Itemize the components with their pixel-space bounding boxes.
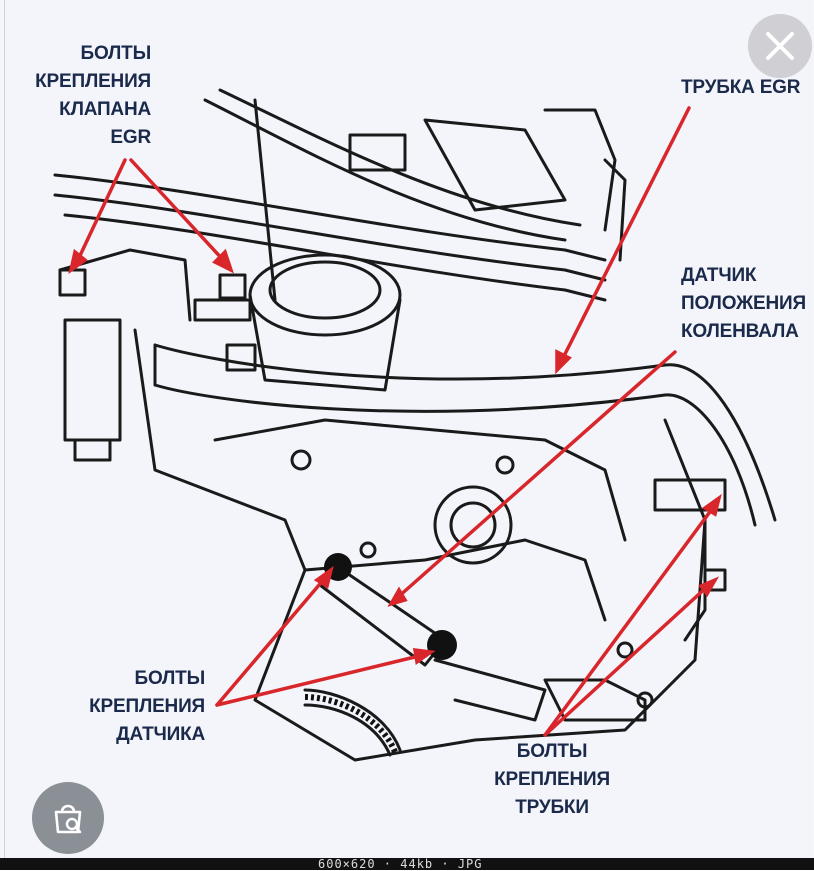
label-line: БОЛТЫ [80, 43, 151, 64]
label-crank-sensor: ДАТЧИК ПОЛОЖЕНИЯ КОЛЕНВАЛА [681, 262, 806, 346]
arrow-egr-bolt-right [129, 158, 227, 264]
arrow-tube-bolt-top [543, 503, 717, 737]
label-line: БОЛТЫ [134, 668, 205, 689]
close-icon [766, 32, 794, 60]
visual-search-button[interactable] [32, 782, 104, 854]
label-line: КРЕПЛЕНИЯ [35, 71, 151, 92]
label-line: ДАТЧИК [681, 265, 757, 286]
engine-line-art [53, 88, 777, 762]
engine-diagram: БОЛТЫ КРЕПЛЕНИЯ КЛАПАНА EGR ТРУБКА EGR Д… [4, 0, 813, 858]
close-button[interactable] [748, 14, 812, 78]
label-line: КРЕПЛЕНИЯ [494, 769, 610, 790]
label-line: КЛАПАНА [59, 99, 151, 120]
image-info-caption: 600×620 · 44kb · JPG [318, 857, 483, 871]
label-egr-valve-bolts: БОЛТЫ КРЕПЛЕНИЯ КЛАПАНА EGR [25, 40, 151, 152]
arrow-crank-sensor [395, 350, 677, 600]
arrow-egr-bolt-left [75, 158, 127, 264]
bottom-strip [0, 858, 814, 870]
label-sensor-bolts: БОЛТЫ КРЕПЛЕНИЯ ДАТЧИКА [79, 665, 205, 749]
arrow-tube-bolt-bottom [543, 583, 711, 737]
label-line: КОЛЕНВАЛА [681, 321, 799, 342]
label-line: БОЛТЫ [516, 741, 588, 762]
label-tube-bolts: БОЛТЫ КРЕПЛЕНИЯ ТРУБКИ [487, 738, 617, 822]
arrow-egr-tube [559, 106, 691, 364]
arrow-sensor-bolt-bottom [215, 653, 425, 707]
label-egr-tube: ТРУБКА EGR [681, 77, 801, 98]
label-line: ТРУБКИ [515, 797, 589, 818]
label-line: EGR [110, 127, 151, 148]
label-line: ДАТЧИКА [116, 724, 205, 745]
label-line: ПОЛОЖЕНИЯ [681, 293, 806, 314]
label-line: КРЕПЛЕНИЯ [89, 696, 205, 717]
visual-search-icon [54, 804, 82, 834]
arrow-sensor-bolt-top [215, 576, 327, 707]
